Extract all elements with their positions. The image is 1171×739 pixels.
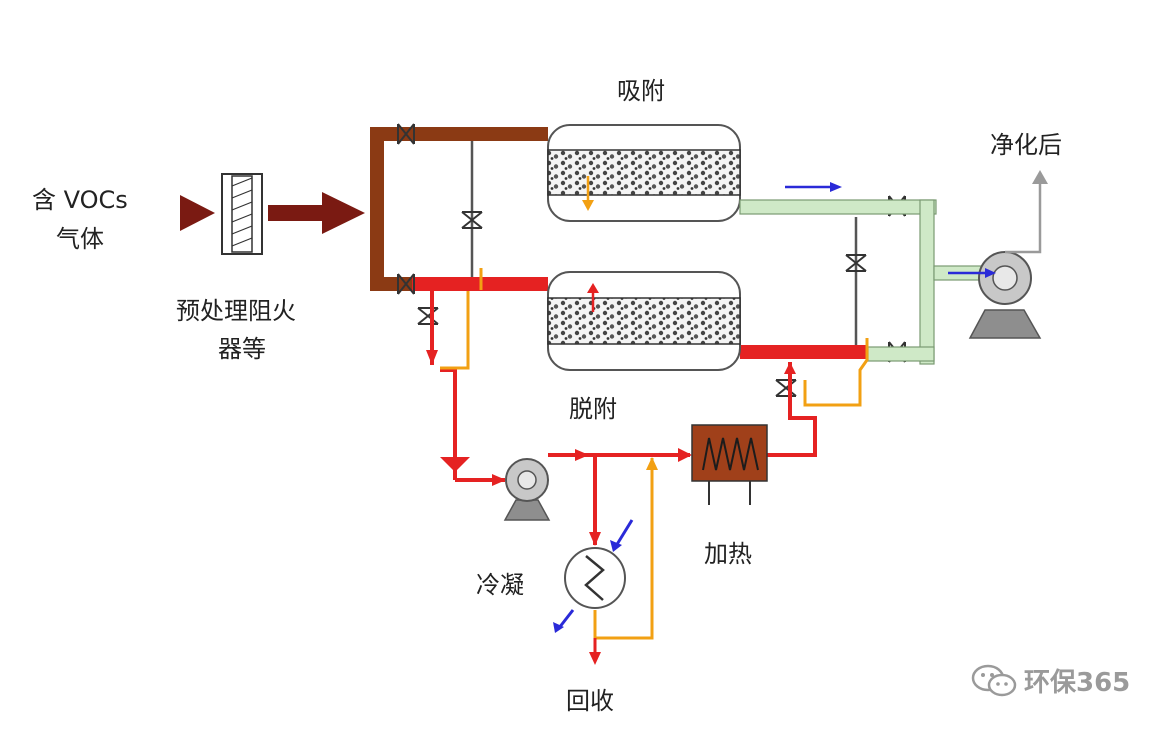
desorb-arrowhead-c xyxy=(492,474,506,486)
label-desorption: 脱附 xyxy=(569,395,617,423)
wechat-logo-icon xyxy=(971,664,1017,696)
valve-feed-lower xyxy=(397,273,415,295)
desorb-arrowhead-g xyxy=(784,362,796,374)
clean-flow-arrowhead xyxy=(830,182,842,192)
condenser xyxy=(553,519,634,633)
desorption-fan xyxy=(503,458,551,521)
label-pretreatment-line2: 器等 xyxy=(218,335,266,363)
valve-bypass-left xyxy=(461,211,483,229)
desorb-arrowhead-a xyxy=(426,350,438,365)
label-input-gas-line1: 含 VOCs xyxy=(32,186,128,214)
adsorbent-bed-lower xyxy=(547,297,741,345)
desorb-arrowhead-b xyxy=(440,457,470,472)
label-pretreatment-line1: 预处理阻火 xyxy=(176,297,296,325)
inlet-arrow xyxy=(180,195,215,231)
label-input-gas-line2: 气体 xyxy=(56,225,104,253)
valve-heater-return xyxy=(775,379,797,397)
inlet-pipe xyxy=(268,205,328,221)
inlet-flow xyxy=(180,192,365,234)
watermark: 环保365 xyxy=(970,662,1130,699)
flow-up-arrowhead xyxy=(587,283,599,293)
clean-gas-piping xyxy=(739,199,1001,365)
heater xyxy=(691,424,768,505)
valve-desorb-out xyxy=(417,307,439,325)
return-loop-pipes xyxy=(440,268,869,640)
fan-flow-arrowhead xyxy=(985,268,996,278)
adsorber-vessel-upper xyxy=(547,124,741,222)
exhaust-arrowhead xyxy=(1032,170,1048,184)
exhaust-fan xyxy=(968,170,1048,339)
watermark-text: 环保365 xyxy=(1024,668,1131,698)
valve-feed-upper xyxy=(397,123,415,145)
flow-down-arrowhead xyxy=(582,200,594,211)
label-purified: 净化后 xyxy=(990,131,1062,159)
label-heating: 加热 xyxy=(704,540,752,568)
recovery-arrowhead xyxy=(589,652,601,665)
desorb-arrowhead-e xyxy=(678,448,692,462)
adsorbent-bed-upper xyxy=(547,149,741,196)
feed-manifold xyxy=(370,127,548,291)
desorb-arrowhead-f xyxy=(589,532,601,546)
adsorber-vessel-lower xyxy=(547,271,741,371)
return-arrowhead xyxy=(646,457,658,470)
label-condensation: 冷凝 xyxy=(476,571,524,599)
pretreatment-flame-arrester xyxy=(221,173,263,255)
desorption-gas-outlet-pipe xyxy=(740,345,868,359)
label-adsorption: 吸附 xyxy=(617,77,665,105)
label-recovery: 回收 xyxy=(566,687,614,715)
valve-bypass-right xyxy=(845,254,867,272)
inlet-pipe-arrow xyxy=(322,192,365,234)
desorb-arrowhead-d xyxy=(575,449,589,461)
